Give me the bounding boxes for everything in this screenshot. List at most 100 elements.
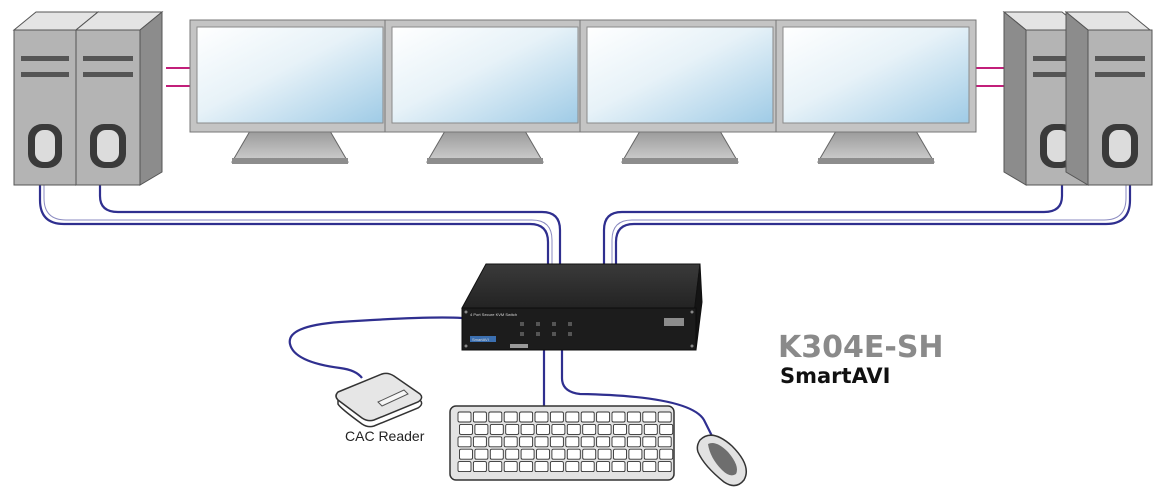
keyboard-key	[519, 461, 534, 473]
keyboard	[449, 405, 675, 481]
cable-pc3-to-kvm	[602, 183, 1064, 266]
keyboard-key	[566, 448, 581, 460]
cable-pc2-to-kvm	[98, 183, 562, 266]
product-brand: SmartAVI	[780, 364, 890, 388]
keyboard-key	[642, 461, 657, 473]
computer-tower-4	[1064, 10, 1153, 186]
keyboard-key	[551, 448, 566, 460]
keyboard-key	[503, 461, 518, 473]
keyboard-key	[459, 448, 473, 460]
keyboard-key	[596, 436, 611, 448]
keyboard-key	[534, 436, 549, 448]
keyboard-key	[488, 411, 503, 423]
keyboard-key	[519, 436, 534, 448]
keyboard-key	[472, 411, 487, 423]
keyboard-key	[474, 423, 489, 435]
keyboard-key	[519, 411, 534, 423]
monitor-4	[775, 19, 977, 164]
keyboard-key	[505, 448, 520, 460]
keyboard-key	[582, 423, 597, 435]
keyboard-key	[551, 423, 566, 435]
keyboard-key	[611, 436, 626, 448]
keyboard-key	[643, 448, 658, 460]
usb-cables	[38, 183, 1132, 441]
keyboard-key	[549, 461, 564, 473]
kvm-switch: 4 Port Secure KVM Switch SmartAVI	[461, 263, 703, 351]
keyboard-key	[520, 423, 535, 435]
keyboard-key	[489, 423, 504, 435]
keyboard-key	[611, 411, 626, 423]
keyboard-key	[472, 436, 487, 448]
cable-pc1-to-kvm	[38, 183, 550, 268]
brand-logo-text: SmartAVI	[472, 337, 489, 342]
keyboard-key	[457, 461, 472, 473]
keyboard-key	[659, 448, 674, 460]
keyboard-key	[566, 423, 581, 435]
keyboard-key	[613, 423, 627, 435]
keyboard-key	[642, 436, 657, 448]
keyboard-key	[628, 423, 643, 435]
keyboard-key	[472, 461, 487, 473]
cable-pc4-to-kvm	[614, 183, 1132, 268]
keyboard-key	[613, 448, 627, 460]
keyboard-key	[549, 411, 564, 423]
keyboard-key	[488, 436, 503, 448]
cable-kvm-to-mouse	[560, 345, 715, 441]
keyboard-key	[580, 436, 595, 448]
keyboard-key	[642, 411, 657, 423]
mouse	[696, 434, 747, 487]
keyboard-key	[459, 423, 473, 435]
keyboard-key	[626, 436, 641, 448]
keyboard-key	[489, 448, 504, 460]
cable-kvm-to-cac	[288, 316, 463, 379]
keyboard-key	[534, 461, 549, 473]
keyboard-key	[626, 461, 641, 473]
product-model: K304E-SH	[778, 330, 944, 365]
keyboard-key	[474, 448, 489, 460]
keyboard-key	[657, 436, 672, 448]
keyboard-key	[565, 461, 580, 473]
keyboard-key	[505, 423, 520, 435]
port-select-buttons	[520, 322, 572, 336]
front-panel-text: 4 Port Secure KVM Switch	[470, 312, 517, 317]
keyboard-key	[657, 461, 672, 473]
keyboard-keys	[457, 411, 674, 473]
cable-pc1-to-kvm-shadow	[43, 183, 553, 266]
keyboard-key	[643, 423, 658, 435]
keyboard-key	[457, 436, 472, 448]
keyboard-key	[536, 423, 550, 435]
keyboard-key	[582, 448, 597, 460]
keyboard-key	[536, 448, 550, 460]
keyboard-key	[457, 411, 472, 423]
keyboard-key	[534, 411, 549, 423]
keyboard-key	[628, 448, 643, 460]
keyboard-key	[488, 461, 503, 473]
keyboard-key	[520, 448, 535, 460]
cac-reader	[335, 372, 423, 428]
monitor-2	[384, 19, 586, 164]
keyboard-key	[657, 411, 672, 423]
keyboard-key	[549, 436, 564, 448]
cable-pc4-to-kvm-shadow	[611, 183, 1127, 266]
monitor-1	[189, 19, 391, 164]
keyboard-key	[565, 436, 580, 448]
monitor-3	[579, 19, 781, 164]
brand-logo-plate	[470, 336, 496, 342]
keyboard-key	[611, 461, 626, 473]
usb-port	[664, 318, 684, 326]
keyboard-key	[596, 411, 611, 423]
status-label	[510, 344, 528, 348]
keyboard-key	[503, 436, 518, 448]
keyboard-key	[626, 411, 641, 423]
keyboard-key	[503, 411, 518, 423]
computer-tower-2	[74, 10, 164, 186]
keyboard-key	[659, 423, 674, 435]
keyboard-key	[580, 411, 595, 423]
keyboard-key	[597, 423, 612, 435]
keyboard-key	[580, 461, 595, 473]
keyboard-key	[597, 448, 612, 460]
cac-reader-label: CAC Reader	[345, 428, 425, 444]
keyboard-key	[596, 461, 611, 473]
keyboard-key	[565, 411, 580, 423]
